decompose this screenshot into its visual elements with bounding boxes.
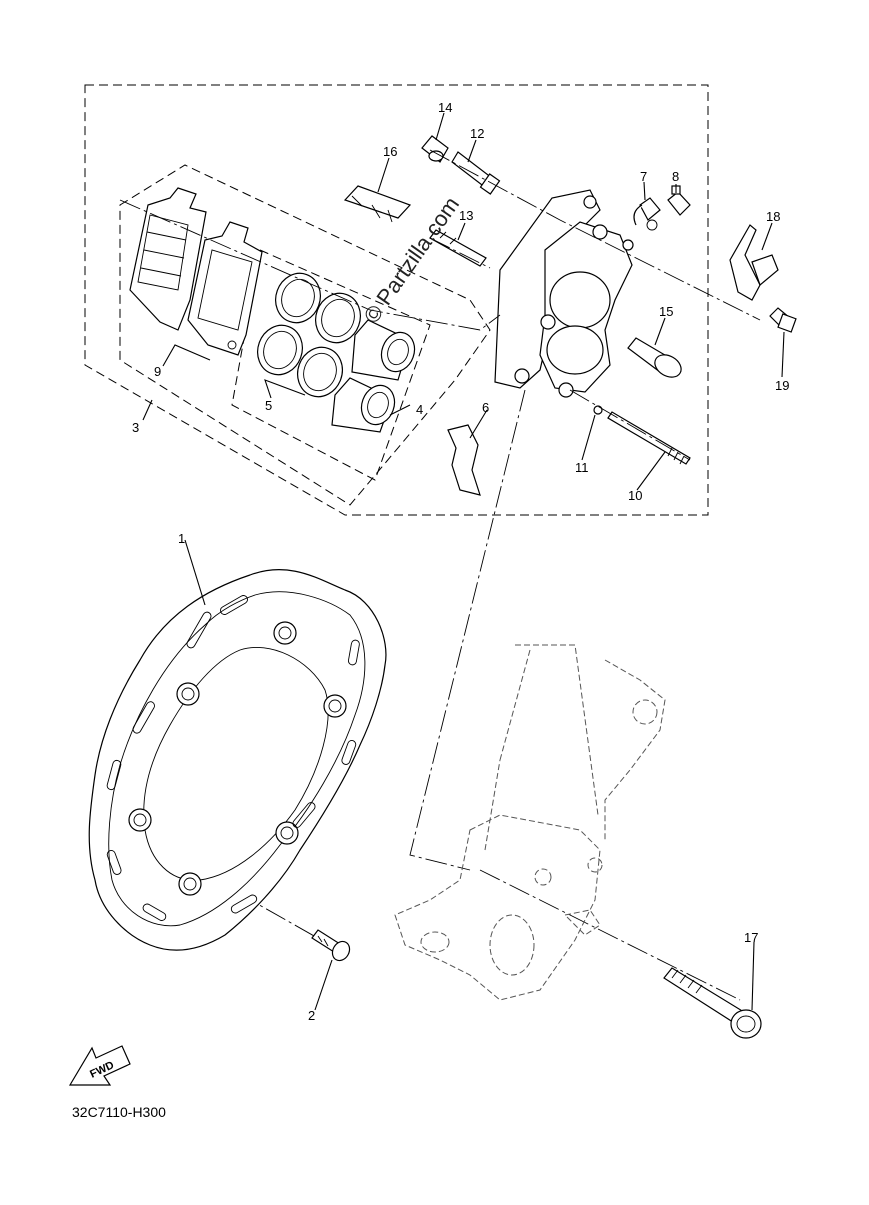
center-line-bolt [429,237,491,269]
callout-5: 5 [265,398,272,413]
callout-2: 2 [308,1008,315,1023]
leader-lines [142,112,785,1011]
center-line-pins [429,149,761,321]
callout-13: 13 [459,208,473,223]
callout-12: 12 [470,126,484,141]
center-line-pads [119,199,501,331]
diagram-code: 32C7110-H300 [72,1104,166,1120]
caliper-body [539,221,634,398]
piston-seals [257,272,361,398]
center-line-axle-bolt [479,869,741,1001]
callout-16: 16 [383,144,397,159]
callout-3: 3 [132,420,139,435]
front-fork-ghost [394,644,666,1001]
center-line-caliper-mount [409,389,526,871]
caliper-bolt [607,411,691,465]
pad-retainer-clip [447,424,481,496]
bleed-cap [667,185,691,216]
pad-spring [343,185,412,223]
brake-pad-rear [129,187,207,331]
piston-group-boundary [231,249,431,481]
brake-pad-front [187,221,263,356]
brake-disc [88,569,387,951]
watermark: © Partzilla.com [359,192,465,328]
pad-bolt [429,229,487,267]
callout-19: 19 [775,378,789,393]
disc-bolt [311,929,351,962]
washer [593,405,603,415]
callout-1: 1 [178,531,185,546]
center-line-rear [569,389,691,461]
callout-14: 14 [438,100,452,115]
pad-pin [451,151,501,195]
hose-guide [729,224,779,301]
callout-6: 6 [482,400,489,415]
callout-15: 15 [659,304,673,319]
axle-bolt [663,967,762,1039]
callout-17: 17 [744,930,758,945]
bleed-screw [633,197,661,231]
callout-9: 9 [154,364,161,379]
fwd-arrow-icon: FWD [68,1045,131,1086]
guide-bolt [769,307,797,333]
pad-group-boundary [119,164,491,506]
pistons [331,319,416,433]
slide-pin [627,337,682,378]
callout-10: 10 [628,488,642,503]
callout-8: 8 [672,169,679,184]
callout-7: 7 [640,169,647,184]
callout-4: 4 [416,402,423,417]
callout-labels: 14 12 16 13 7 8 18 15 19 9 5 4 6 11 10 3… [132,100,789,1023]
callout-18: 18 [766,209,780,224]
plug [421,135,449,163]
callout-11: 11 [575,460,589,475]
caliper-assembly-boundary [84,84,709,516]
